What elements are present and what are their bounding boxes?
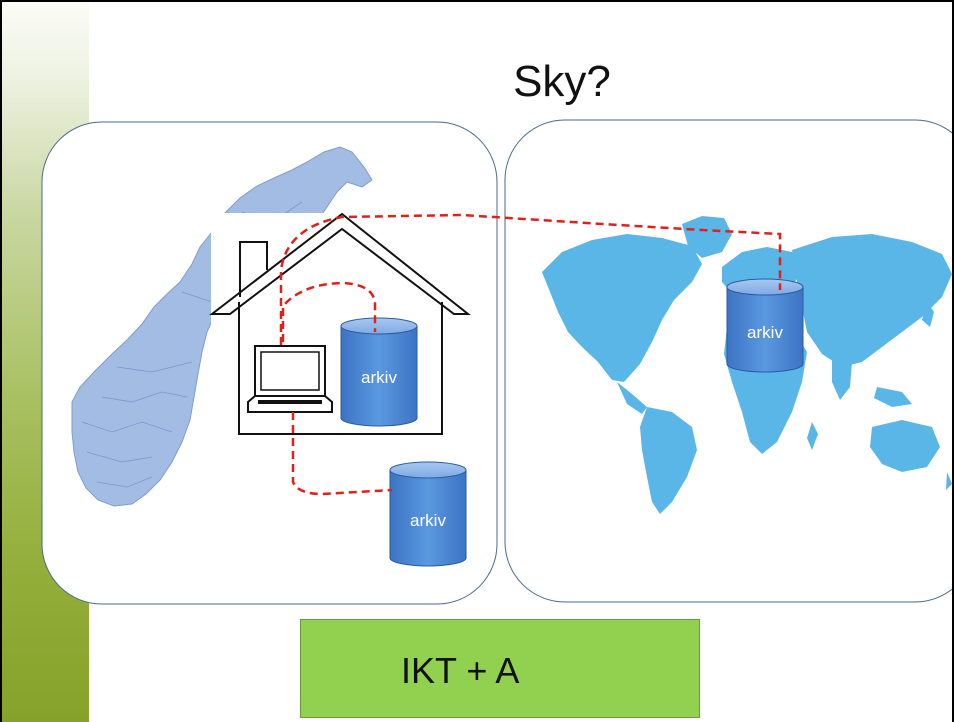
ikt-a-box: IKT + A xyxy=(300,619,700,718)
norway-map xyxy=(71,146,373,507)
archive-label-local: arkiv xyxy=(410,511,446,530)
link-laptop-to-cloud xyxy=(279,213,782,345)
connection-lines xyxy=(279,213,782,496)
archive-label-cloud: arkiv xyxy=(747,323,783,342)
link-laptop-to-house-archive xyxy=(281,281,377,342)
archive-cylinder-house: arkiv xyxy=(340,317,418,427)
slide-title: Sky? xyxy=(513,57,611,106)
archive-cylinder-local: arkiv xyxy=(389,461,467,567)
laptop-icon xyxy=(247,345,333,413)
link-laptop-to-local-archive xyxy=(291,412,393,496)
world-map xyxy=(542,216,952,514)
ikt-a-label: IKT + A xyxy=(401,650,520,691)
archive-label-house: arkiv xyxy=(361,368,397,387)
archive-cylinder-cloud: arkiv xyxy=(726,278,804,373)
